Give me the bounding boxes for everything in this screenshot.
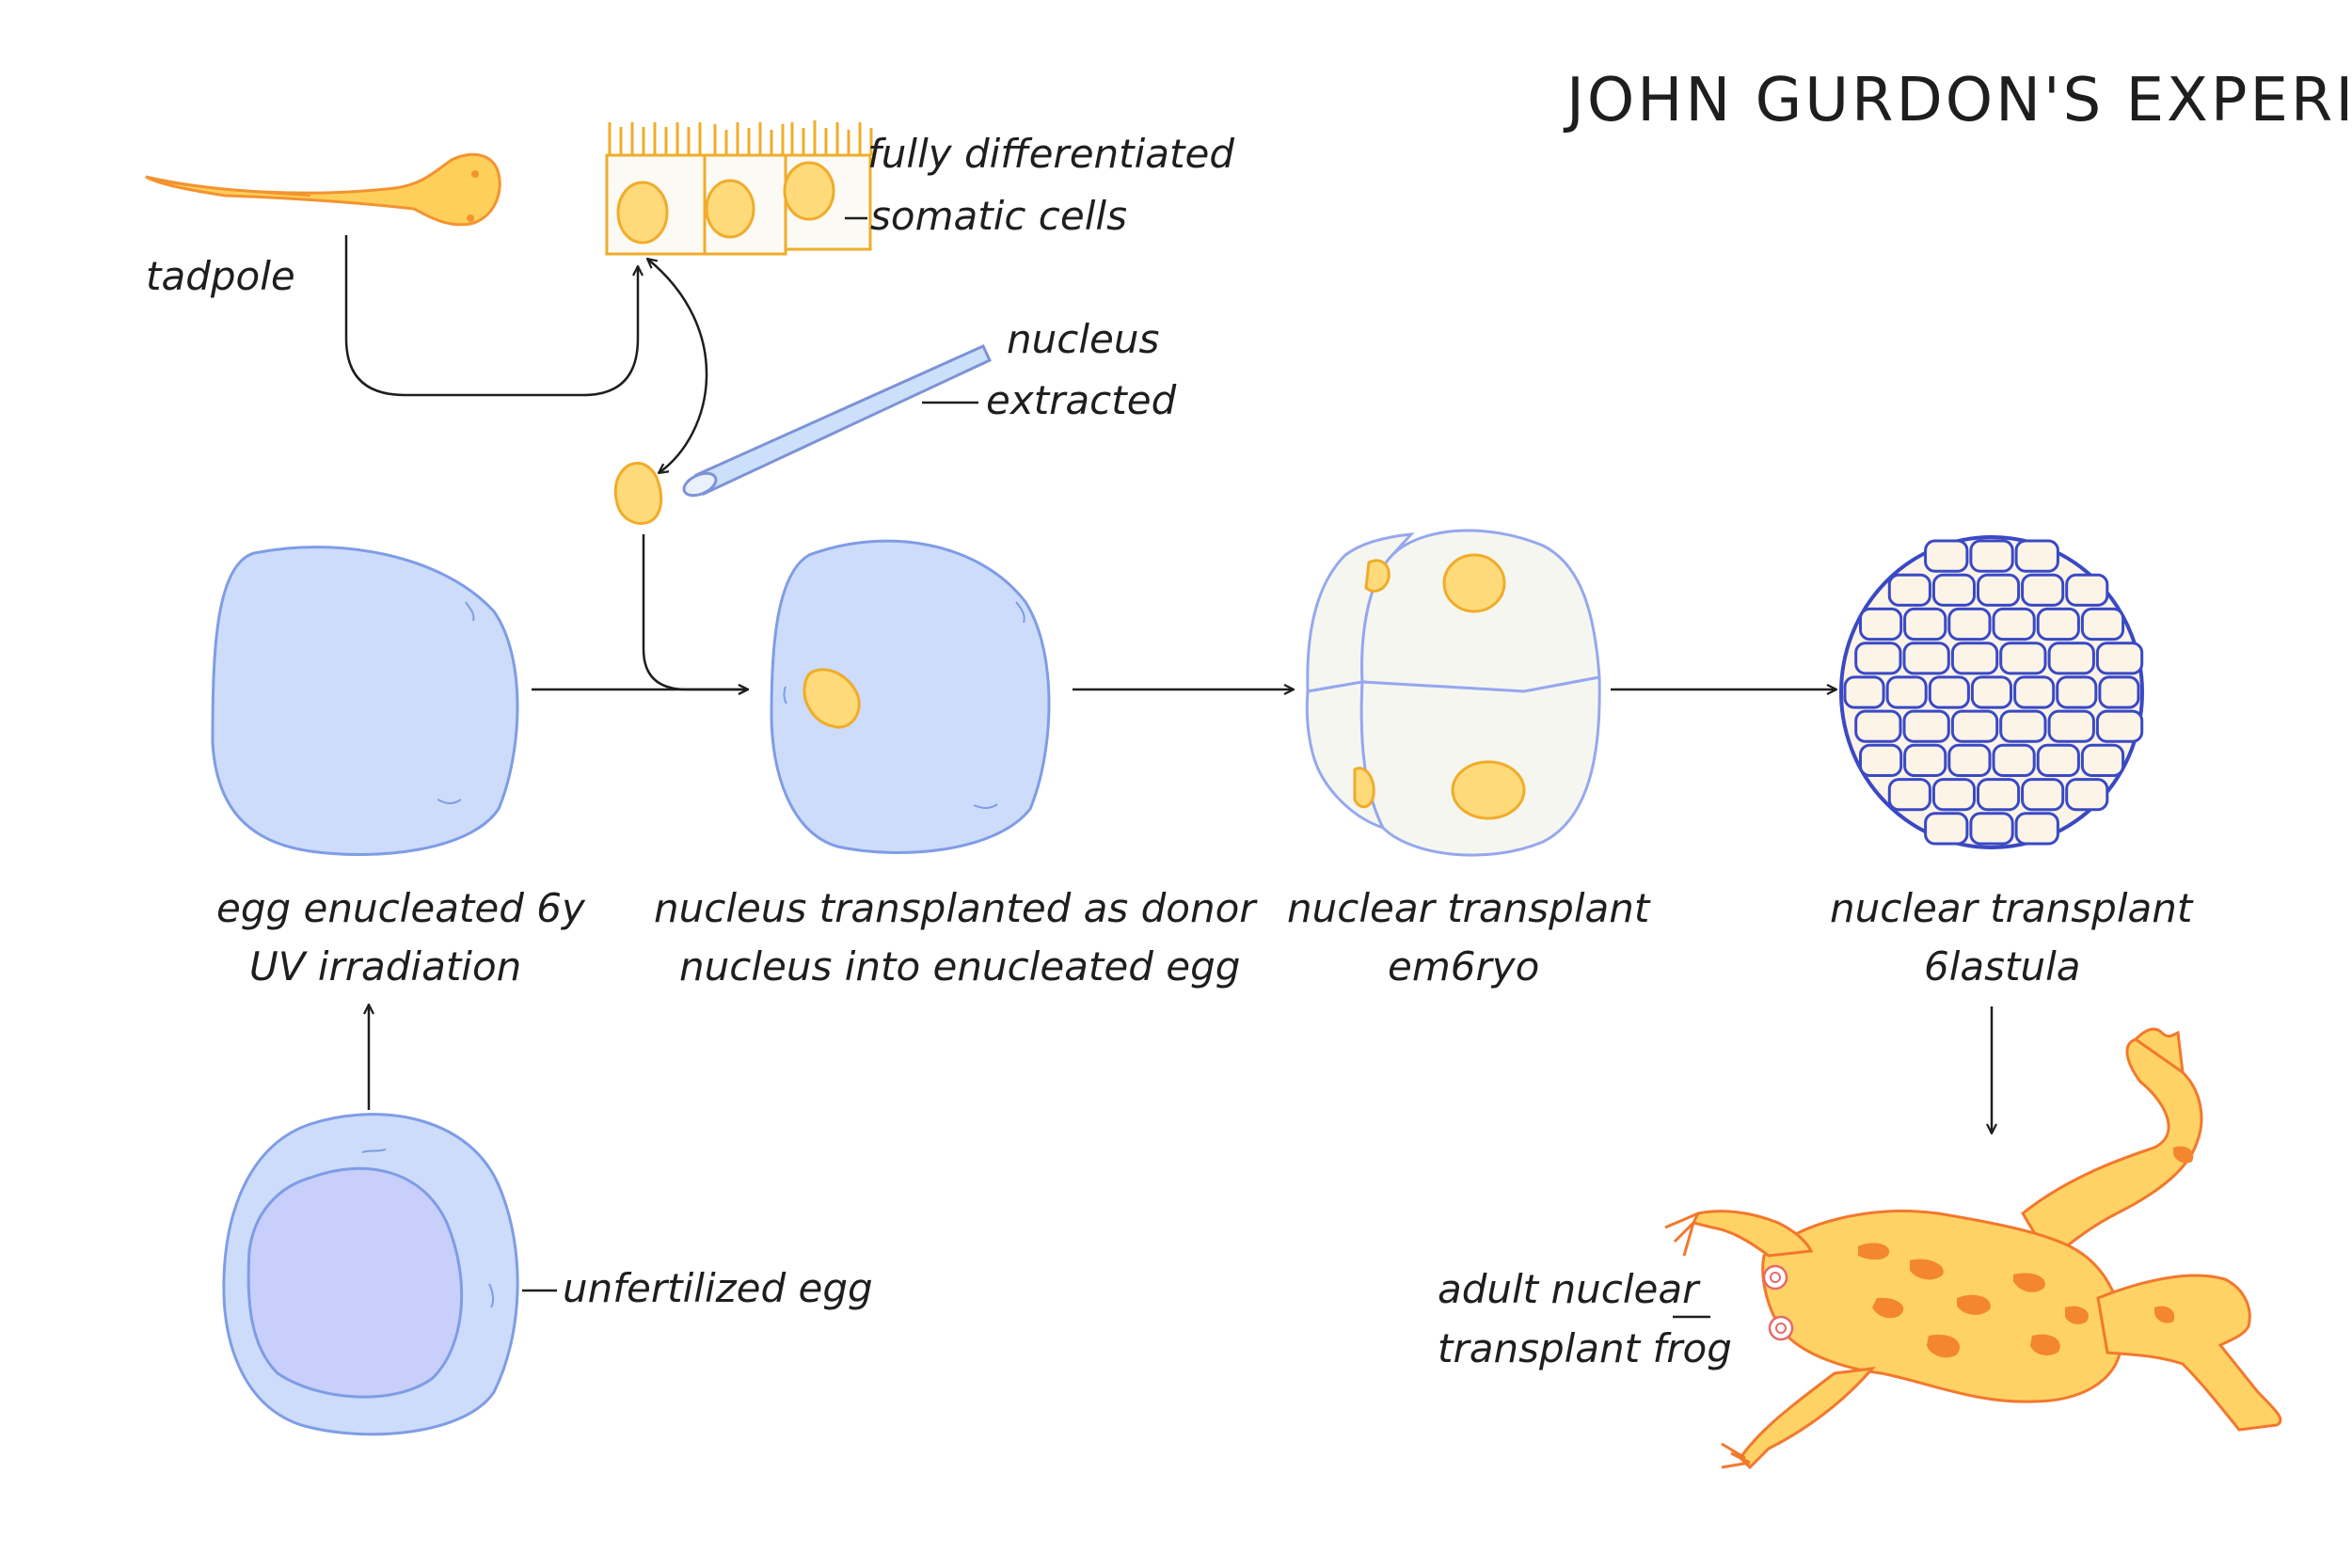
blastula-cell xyxy=(1928,675,1970,709)
blastula-cell xyxy=(1970,675,2012,709)
blastula-cell xyxy=(1950,641,1999,675)
enucleated-label-line1: egg enucleated 6y xyxy=(216,885,586,931)
extract-label-line1: nucleus xyxy=(1007,316,1159,362)
blastula-cell xyxy=(2014,812,2059,846)
blastula-cell xyxy=(1947,607,1992,641)
blastula-cell xyxy=(1887,778,1931,812)
blastula-label-line1: nuclear transplant xyxy=(1830,885,2194,931)
diagram-title: JOHN GURDON'S EXPERIMENT xyxy=(1563,66,2352,135)
blastula-cell xyxy=(1843,675,1885,709)
somatic-cells-illustration xyxy=(605,120,873,256)
blastula-cell xyxy=(2036,607,2080,641)
blastula-cell xyxy=(1969,539,2014,573)
tadpole-illustration xyxy=(145,152,501,227)
transplanted-label-line1: nucleus transplanted as donor xyxy=(654,885,1258,931)
blastula-cell xyxy=(2014,539,2059,573)
tadpole-label: tadpole xyxy=(146,253,295,299)
blastula-cell xyxy=(1977,778,2021,812)
blastula-cell xyxy=(2098,675,2140,709)
transplanted-label-line2: nucleus into enucleated egg xyxy=(679,943,1240,990)
enucleated-egg xyxy=(211,546,519,857)
blastula-cell xyxy=(2021,573,2065,607)
blastula-cell xyxy=(1887,573,1931,607)
frog-label-line2: transplant frog xyxy=(1438,1325,1732,1371)
adult-frog-illustration xyxy=(1664,1027,2282,1470)
blastula-cell xyxy=(1903,607,1947,641)
blastula-cell xyxy=(1854,641,1902,675)
pipette-illustration xyxy=(682,344,992,498)
blastula-cell xyxy=(1854,709,1902,743)
blastula-cell xyxy=(1902,641,1950,675)
nuclear-transplant-blastula xyxy=(1839,535,2144,849)
blastula-cell xyxy=(2065,573,2109,607)
blastula-cell xyxy=(1999,709,2047,743)
somatic-cells-label-line1: fully differentiated xyxy=(867,131,1234,177)
blastula-cell xyxy=(2080,743,2125,777)
blastula-cell xyxy=(2095,641,2144,675)
extract-label-line2: extracted xyxy=(986,377,1177,423)
blastula-cell xyxy=(1992,607,2036,641)
blastula-cell xyxy=(1885,675,1928,709)
unfertilized-egg xyxy=(222,1113,519,1436)
nuclear-transplant-embryo xyxy=(1305,529,1601,857)
blastula-cell xyxy=(1924,539,1969,573)
blastula-cell xyxy=(1992,743,2036,777)
blastula-cell xyxy=(1931,778,1976,812)
transplanted-egg xyxy=(770,539,1051,854)
blastula-label-line2: 6lastula xyxy=(1924,943,2081,990)
blastula-cell xyxy=(1902,709,1950,743)
blastula-cell xyxy=(2013,675,2056,709)
extracted-nucleus xyxy=(613,462,663,525)
cells-to-nucleus-arrow xyxy=(647,259,708,473)
blastula-cell xyxy=(1950,709,1999,743)
blastula-cell xyxy=(2021,778,2065,812)
blastula-cell xyxy=(2056,675,2098,709)
unfertilized-egg-label: unfertilized egg xyxy=(563,1265,873,1311)
blastula-cell xyxy=(1999,641,2047,675)
blastula-cell xyxy=(2095,709,2144,743)
blastula-cell xyxy=(2047,709,2095,743)
embryo-label-line2: em6ryo xyxy=(1388,943,1539,990)
enucleated-label-line2: UV irradiation xyxy=(249,943,521,990)
blastula-cell xyxy=(2047,641,2095,675)
blastula-cell xyxy=(1924,812,1969,846)
blastula-cell xyxy=(2080,607,2125,641)
blastula-cell xyxy=(1859,743,1903,777)
blastula-cell xyxy=(1977,573,2021,607)
blastula-cell xyxy=(2036,743,2080,777)
frog-label-line1: adult nuclear xyxy=(1438,1266,1701,1312)
embryo-label-line1: nuclear transplant xyxy=(1287,885,1651,931)
donor-nucleus xyxy=(803,668,861,729)
blastula-cell xyxy=(1859,607,1903,641)
blastula-cell xyxy=(1969,812,2014,846)
nucleus-to-egg-arrow xyxy=(642,534,748,689)
blastula-cell xyxy=(1903,743,1947,777)
blastula-cell xyxy=(1931,573,1976,607)
tadpole-to-cells-arrow xyxy=(344,235,638,397)
blastula-cell xyxy=(1947,743,1992,777)
somatic-cells-label-line2: somatic cells xyxy=(870,193,1127,239)
blastula-cell xyxy=(2065,778,2109,812)
